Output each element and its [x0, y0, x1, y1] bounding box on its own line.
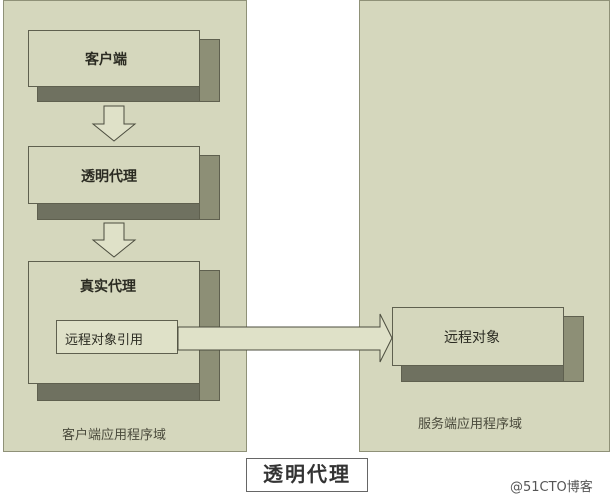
remote-object-label: 远程对象 [444, 330, 500, 346]
remote-object-ref-box: 远程对象引用 [56, 320, 178, 354]
arrow-down-2 [91, 222, 137, 258]
client-label: 客户端 [85, 52, 127, 68]
arrow-right [177, 313, 393, 363]
arrow-down-1 [91, 105, 137, 142]
remote-object-box: 远程对象 [392, 307, 584, 382]
transparent-proxy-box: 透明代理 [28, 146, 220, 220]
transparent-proxy-label: 透明代理 [81, 169, 137, 185]
real-proxy-label: 真实代理 [80, 279, 136, 295]
watermark: @51CTO博客 [510, 480, 593, 495]
client-domain-label: 客户端应用程序域 [62, 428, 167, 443]
remote-object-ref-label: 远程对象引用 [65, 333, 144, 348]
server-domain-label: 服务端应用程序域 [418, 417, 523, 432]
diagram-caption: 透明代理 [246, 458, 368, 492]
client-box: 客户端 [28, 30, 220, 102]
